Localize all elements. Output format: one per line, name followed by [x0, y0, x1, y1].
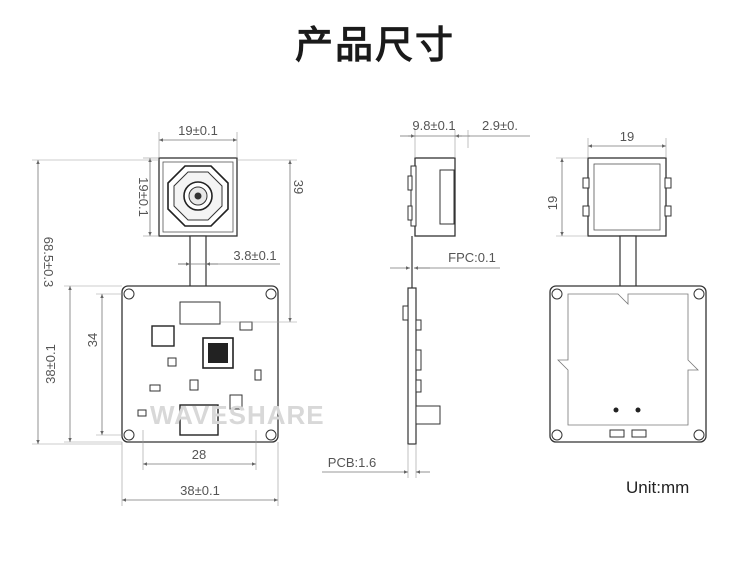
- dim-camera-height: 19±0.1: [136, 177, 151, 217]
- dim-back-height: 19: [545, 196, 560, 210]
- dim-pcb-thickness: PCB:1.6: [328, 455, 376, 470]
- dim-hole-spacing-vertical: 34: [85, 333, 100, 347]
- side-camera-module: [407, 157, 456, 237]
- dim-lens-protrusion: 2.9±0.: [482, 118, 518, 133]
- side-view: 9.8±0.1 2.9±0. FPC:0.1 PCB:1.6: [322, 118, 530, 478]
- dim-camera-offset: 39: [291, 180, 306, 194]
- dim-board-width: 38±0.1: [180, 483, 220, 498]
- dim-total-height: 68.5±0.3: [41, 237, 56, 288]
- dim-back-width: 19: [620, 129, 634, 144]
- watermark: WAVESHARE: [150, 400, 325, 430]
- dim-fpc-thickness: FPC:0.1: [448, 250, 496, 265]
- dim-camera-width: 19±0.1: [178, 123, 218, 138]
- unit-label: Unit:mm: [626, 478, 690, 497]
- back-camera-module: [582, 157, 672, 237]
- front-camera-module: [158, 157, 238, 237]
- side-pcb: [402, 287, 441, 445]
- dim-board-height: 38±0.1: [43, 344, 58, 384]
- front-pcb-board: [121, 285, 279, 443]
- dim-hole-spacing-horizontal: 28: [192, 447, 206, 462]
- back-pcb-board: [549, 285, 707, 443]
- dim-flex-width: 3.8±0.1: [233, 248, 276, 263]
- front-view: WAVESHARE 19±0.1 19±0.1 39 68.5±0.3 3.8±…: [32, 123, 325, 506]
- back-view: 19 19: [545, 129, 707, 443]
- back-flex-cable: [619, 235, 637, 289]
- page-title: 产品尺寸: [294, 23, 455, 67]
- dim-camera-depth: 9.8±0.1: [412, 118, 455, 133]
